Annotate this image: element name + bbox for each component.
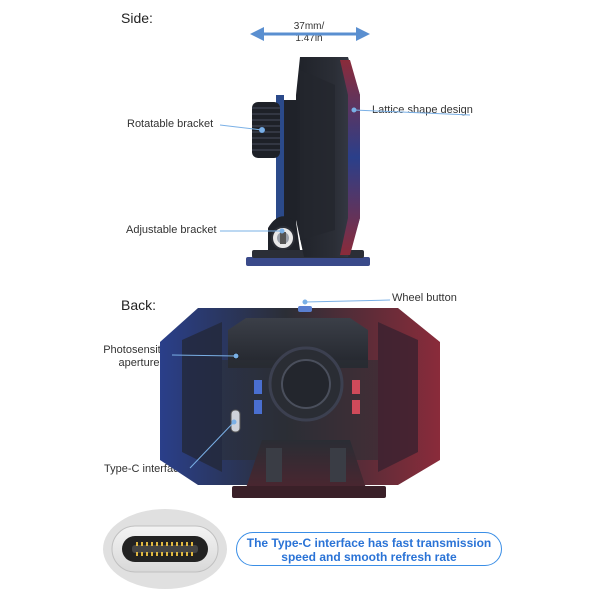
back-view-device	[160, 306, 440, 498]
side-view-device	[246, 57, 370, 266]
callout-typec-interface: Type-C interface	[104, 463, 185, 475]
dimension-line1: 37mm/	[293, 21, 325, 32]
typec-plug-closeup	[103, 509, 227, 589]
callout-lattice-design: Lattice shape design	[372, 104, 473, 116]
dimension-label: 37mm/ 1.47in	[282, 21, 336, 45]
photosensitive-line1: Photosensitive	[103, 344, 175, 356]
side-callout-lines	[219, 107, 471, 234]
banner-line2: speed and smooth refresh rate	[281, 550, 457, 564]
rotatable-knob	[252, 102, 280, 158]
banner-line1: The Type-C interface has fast transmissi…	[246, 536, 492, 550]
wheel-button	[298, 306, 312, 312]
side-view-title: Side:	[121, 10, 153, 26]
adjustable-joint	[268, 216, 300, 250]
callout-wheel-button: Wheel button	[392, 292, 457, 304]
photosensitive-line2: aperture	[118, 357, 160, 369]
dimension-arrow	[250, 27, 370, 41]
back-callout-lines	[171, 299, 391, 469]
typec-info-banner: The Type-C interface has fast transmissi…	[236, 532, 502, 566]
callout-photosensitive-aperture: Photosensitive aperture	[99, 344, 179, 370]
dimension-line2: 1.47in	[295, 33, 323, 44]
callout-adjustable-bracket: Adjustable bracket	[126, 224, 217, 236]
callout-rotatable-bracket: Rotatable bracket	[127, 118, 214, 130]
back-view-title: Back:	[121, 297, 157, 313]
